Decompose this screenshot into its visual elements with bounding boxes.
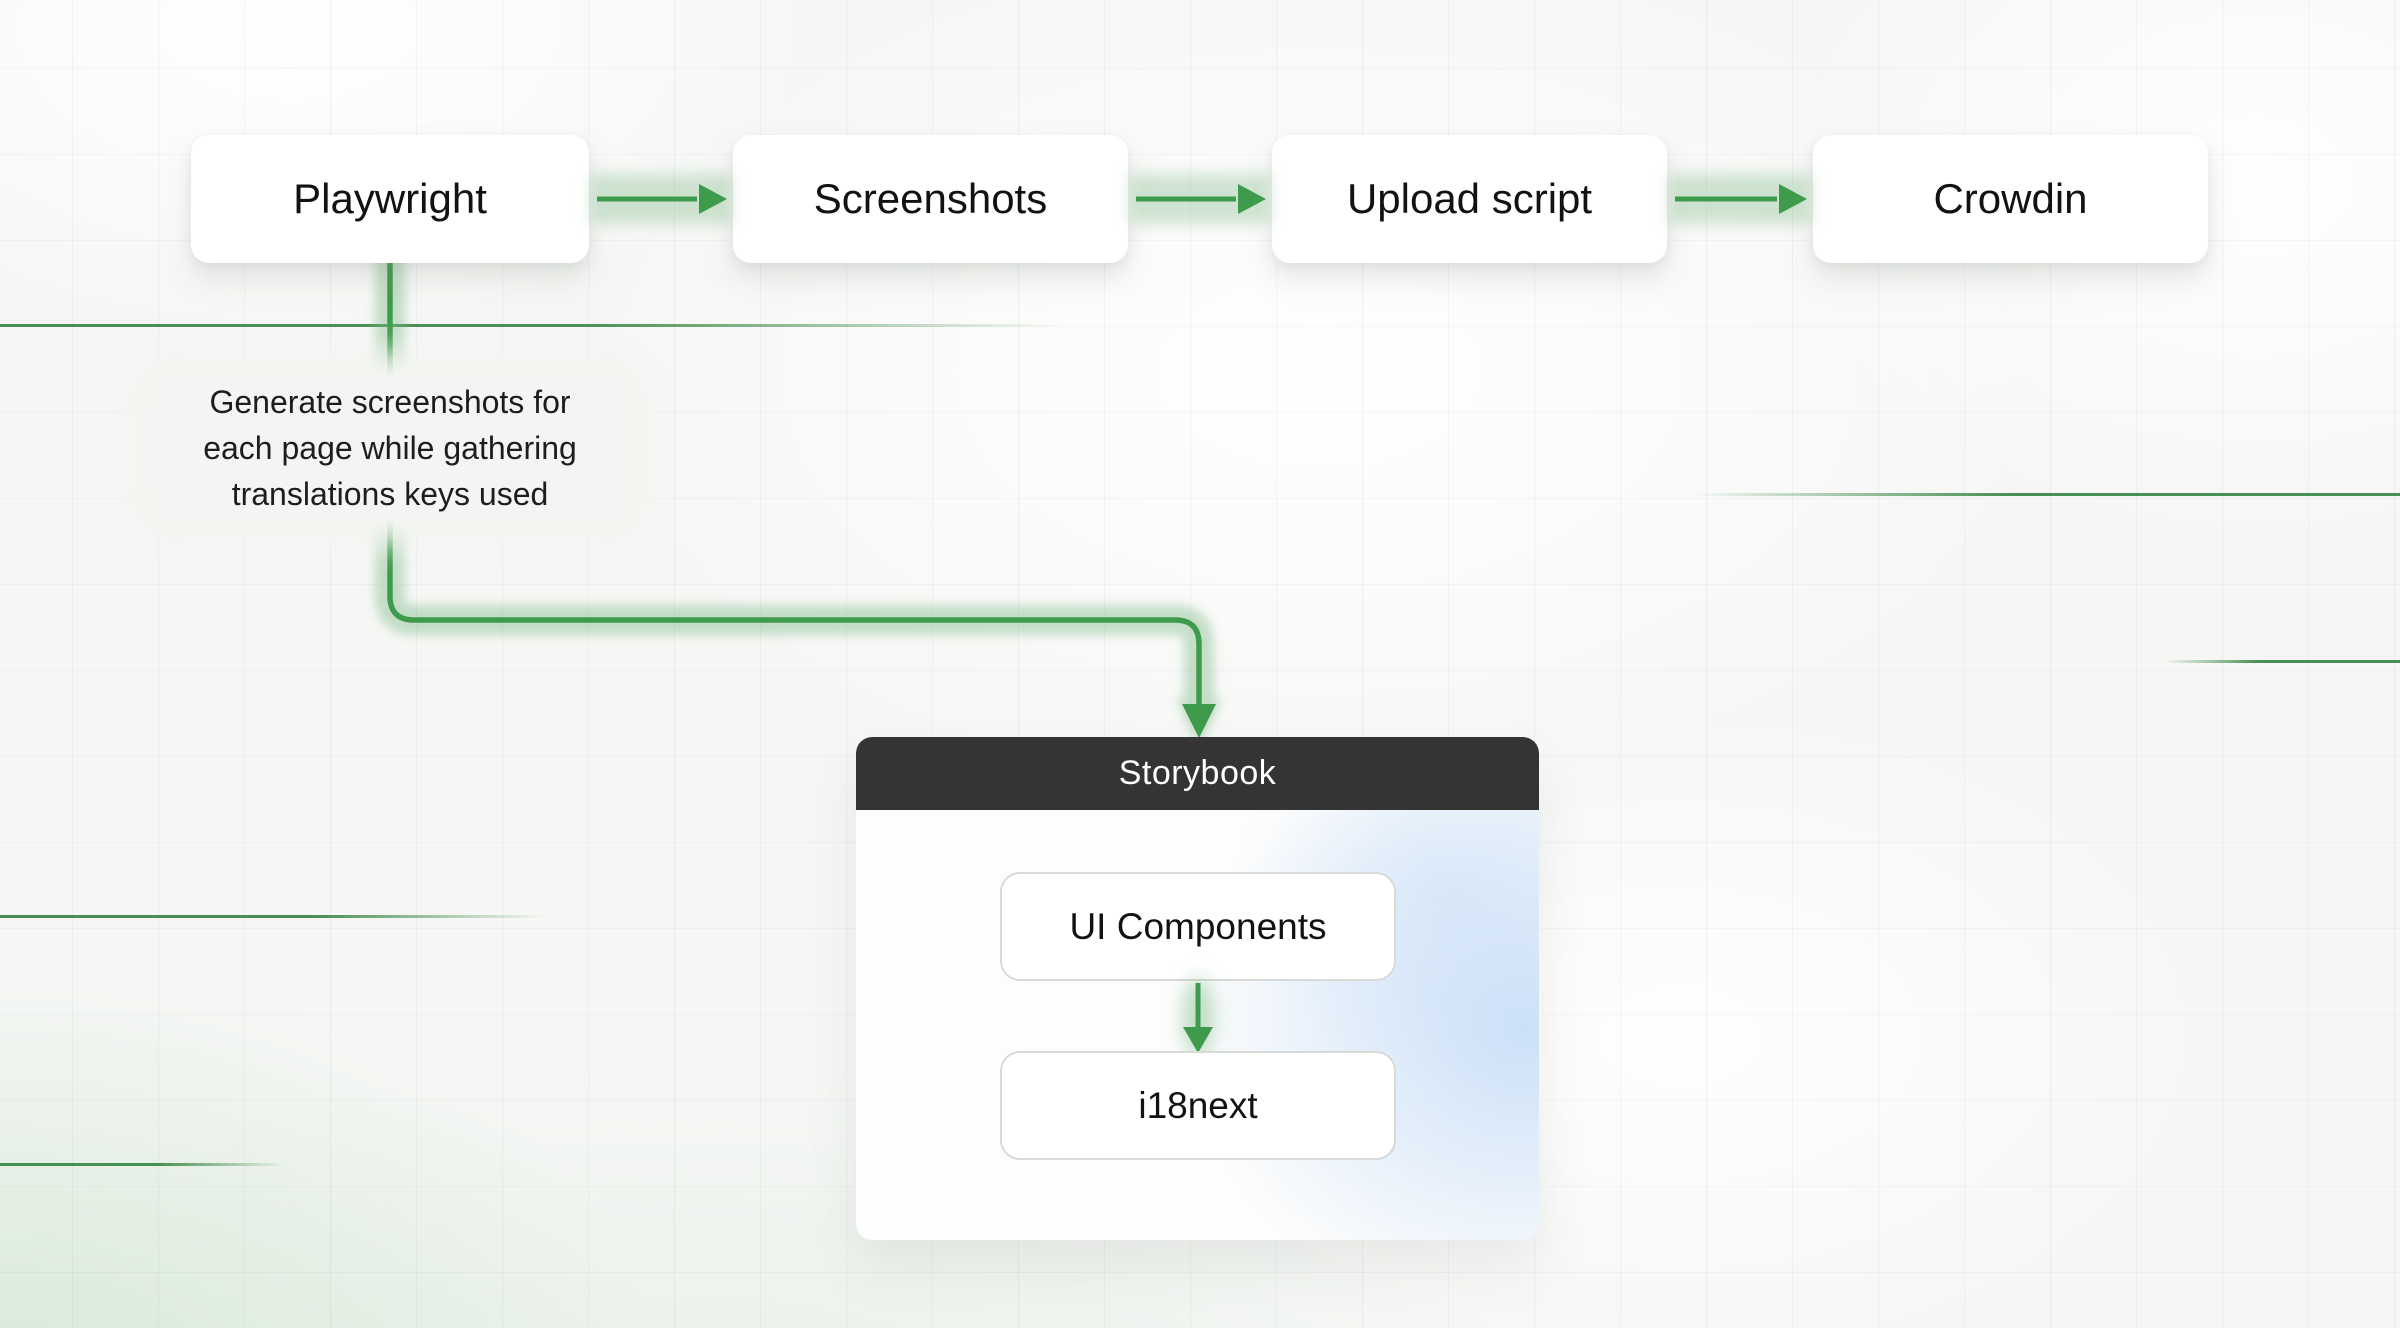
node-label: UI Components bbox=[1069, 905, 1327, 947]
arrow-ui-components-to-i18next bbox=[1176, 977, 1220, 1059]
arrow-shaft bbox=[597, 196, 697, 202]
accent-line-top-left bbox=[0, 324, 1060, 327]
storybook-title: Storybook bbox=[1118, 754, 1277, 792]
arrow-upload-script-to-crowdin bbox=[1669, 174, 1811, 224]
accent-line-mid-right bbox=[1690, 493, 2400, 496]
right-arrowhead-icon bbox=[1779, 184, 1807, 214]
right-arrowhead-icon bbox=[1238, 184, 1266, 214]
arrow-shaft bbox=[1195, 983, 1201, 1029]
storybook-card-header: Storybook bbox=[856, 737, 1539, 810]
annotation-note: Generate screenshots for each page while… bbox=[150, 374, 630, 522]
node-playwright: Playwright bbox=[191, 135, 589, 263]
node-label: Screenshots bbox=[813, 175, 1048, 222]
node-i18next: i18next bbox=[1000, 1051, 1396, 1160]
storybook-card: Storybook UI Components i18next bbox=[856, 737, 1539, 1240]
arrow-screenshots-to-upload-script bbox=[1130, 174, 1270, 224]
node-label: Crowdin bbox=[1933, 175, 2088, 222]
node-label: Playwright bbox=[293, 175, 487, 222]
node-label: i18next bbox=[1138, 1084, 1258, 1126]
accent-line-bottom-left bbox=[0, 1163, 285, 1166]
node-label: Upload script bbox=[1346, 175, 1593, 222]
node-crowdin: Crowdin bbox=[1813, 135, 2208, 263]
node-upload-script: Upload script bbox=[1272, 135, 1667, 263]
arrow-shaft bbox=[1136, 196, 1236, 202]
arrow-shaft bbox=[1675, 196, 1777, 202]
accent-line-lower-left bbox=[0, 915, 545, 918]
arrow-playwright-to-screenshots bbox=[591, 174, 731, 224]
accent-line-lower-right bbox=[2165, 660, 2400, 663]
node-screenshots: Screenshots bbox=[733, 135, 1128, 263]
down-arrowhead-icon bbox=[1183, 1027, 1213, 1053]
right-arrowhead-icon bbox=[699, 184, 727, 214]
node-ui-components: UI Components bbox=[1000, 872, 1396, 981]
